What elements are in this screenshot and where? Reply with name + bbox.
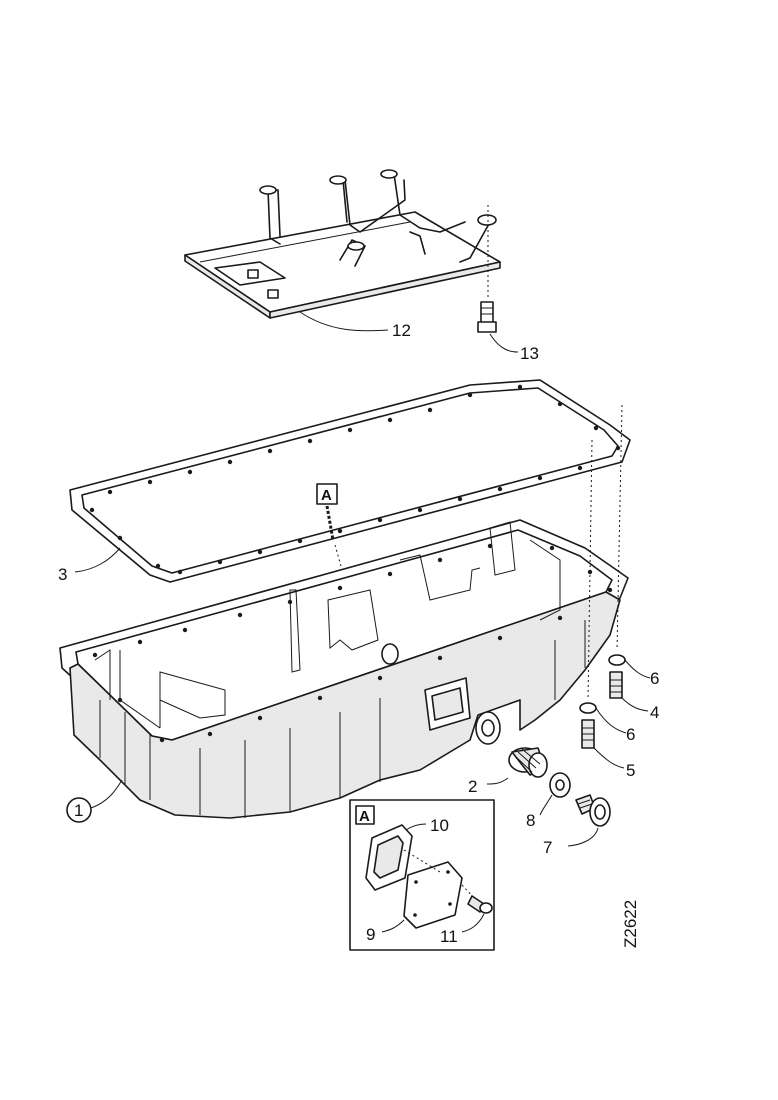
figure-code: Z2622 bbox=[621, 900, 640, 948]
gasket-bolt-holes bbox=[89, 384, 621, 575]
callout-3-label: 3 bbox=[58, 565, 67, 584]
callout-1-label: 1 bbox=[74, 801, 83, 820]
detail-box-a: A 10 9 11 bbox=[349, 799, 495, 951]
callout-13-label: 13 bbox=[520, 344, 539, 363]
drain-plug-part-7: 7 bbox=[543, 794, 611, 857]
detail-box-a-title: A bbox=[359, 808, 370, 825]
callout-6b-label: 6 bbox=[626, 725, 635, 744]
callout-5-label: 5 bbox=[626, 761, 635, 780]
baffle-plate-part-12 bbox=[184, 169, 501, 319]
drain-boss bbox=[475, 711, 501, 745]
callout-2-label: 2 bbox=[468, 777, 477, 796]
bolt-stack-right: 6 4 6 5 bbox=[579, 404, 659, 780]
callout-3: 3 bbox=[58, 547, 121, 584]
detail-marker-a-label: A bbox=[321, 487, 332, 504]
insert-part-2: 2 bbox=[468, 747, 548, 796]
gasket-part-3 bbox=[69, 379, 631, 583]
callout-8-label: 8 bbox=[526, 811, 535, 830]
callout-1: 1 bbox=[66, 779, 123, 823]
callout-9-label: 9 bbox=[366, 925, 375, 944]
callout-6a-label: 6 bbox=[650, 669, 659, 688]
callout-12: 12 bbox=[299, 311, 411, 340]
callout-7-label: 7 bbox=[543, 838, 552, 857]
callout-4-label: 4 bbox=[650, 703, 659, 722]
washer-part-8: 8 bbox=[526, 772, 571, 830]
oil-pan-part-1 bbox=[59, 519, 629, 819]
callout-12-label: 12 bbox=[392, 321, 411, 340]
bolt-part-13: 13 bbox=[477, 205, 539, 363]
callout-10-label: 10 bbox=[430, 816, 449, 835]
figure-code-label: Z2622 bbox=[621, 900, 640, 948]
callout-11-label: 11 bbox=[440, 927, 458, 946]
